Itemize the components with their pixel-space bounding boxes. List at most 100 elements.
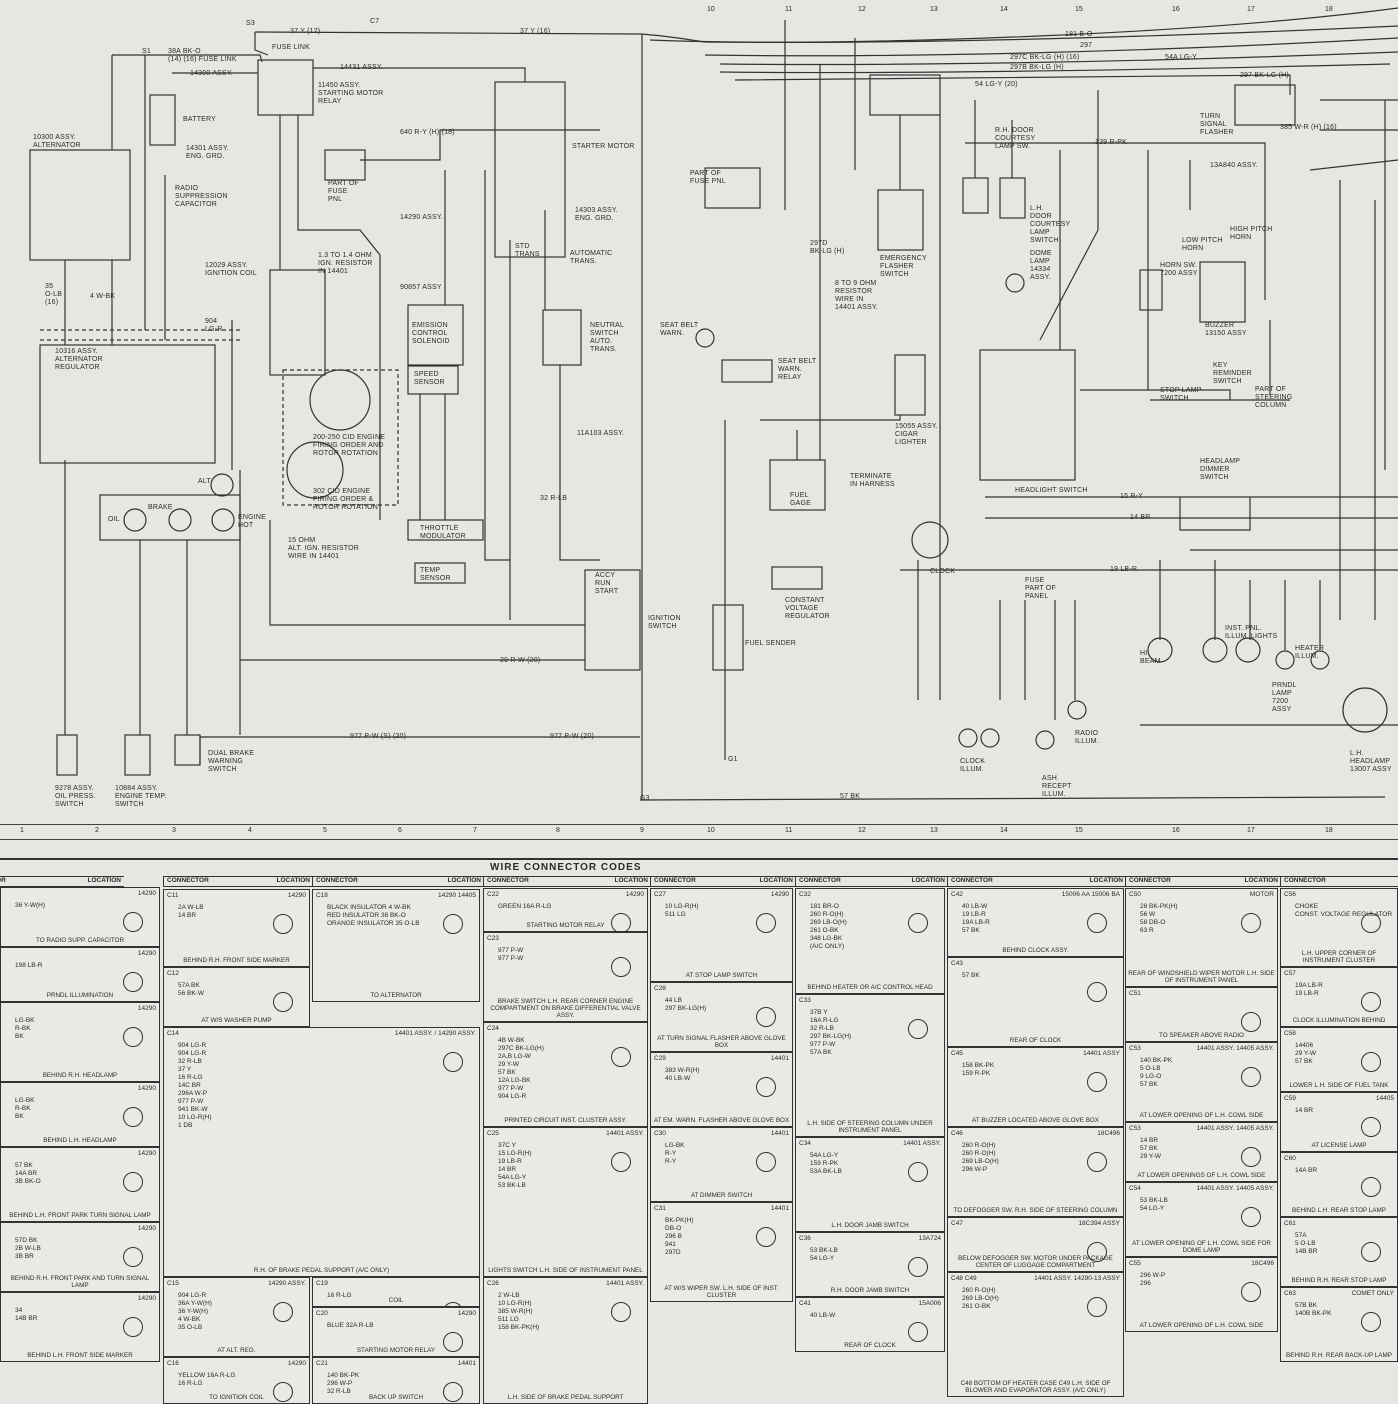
diagram-label: S3 [246, 20, 255, 27]
connector-part-number: 14290 [770, 891, 789, 898]
wire-code: 63 R [1140, 927, 1154, 934]
connector-part-number: 14401 ASSY. 14405 ASSY. [1196, 1185, 1274, 1192]
diagram-label: HEATER ILLUM. [1295, 645, 1325, 660]
wire-code: 37C Y [498, 1142, 516, 1149]
connector-header: CONNECTOR [1284, 877, 1326, 884]
diagram-label: ALT [198, 478, 211, 485]
connector-id: C45 [951, 1050, 963, 1057]
diagram-label: 4 W-BK [90, 293, 116, 300]
ruler-number: 13 [930, 827, 938, 834]
diagram-label: 15055 ASSY. CIGAR LIGHTER [895, 423, 938, 446]
wire-code: 19 LB-R [1295, 990, 1319, 997]
wire-code: 1 DB [178, 1122, 193, 1129]
connector-wires: 57 BK [962, 972, 980, 980]
diagram-label: HEADLAMP DIMMER SWITCH [1200, 458, 1241, 481]
diagram-label: CLOCK ILLUM. [960, 758, 986, 773]
wire-code: 19 LB-R [498, 1158, 522, 1165]
diagram-label: STOP LAMP SWITCH [1160, 387, 1202, 402]
wire-code: 3B BR [15, 1253, 34, 1260]
location-header: LOCATION [447, 877, 481, 884]
diagram-label: 14 BR [1130, 514, 1151, 521]
diagram-label: 37 Y (12) [290, 28, 321, 35]
wire-code: 54 LG-Y [810, 1255, 835, 1262]
wire-code: 296 [1140, 1280, 1151, 1287]
connector-wires: 36 Y-W(H) [15, 902, 45, 910]
connector-header: CONNECTOR [654, 877, 696, 884]
diagram-label: 37 Y (16) [520, 28, 551, 35]
connector-plug-icon [1087, 1297, 1107, 1317]
connector-location: AT BUZZER LOCATED ABOVE GLOVE BOX [971, 1117, 1100, 1124]
wire-code: 57 BK [1140, 1145, 1158, 1152]
wire-code: 10 LG-R(H) [498, 1300, 532, 1307]
connector-part-number: 14290 [137, 1225, 156, 1232]
wire-code: BLACK INSULATOR 4 W-BK [327, 904, 411, 911]
connector-location: BEHIND L.H. FRONT PARK TURN SIGNAL LAMP [9, 1212, 151, 1219]
wire-code: 40 LB-W [962, 903, 988, 910]
wire-code: 904 LG-R [498, 1093, 527, 1100]
connector-id: C29 [654, 1055, 666, 1062]
wire-code: 261 O-BK [810, 927, 839, 934]
wire-code: 297 BK-LG(H) [665, 1005, 707, 1012]
diagram-label: 640 R-Y (H) (18) [400, 129, 455, 136]
connector-wires: 14 BR [1295, 1107, 1313, 1115]
connector-id: C58 [1284, 1030, 1296, 1037]
wire-code: 57 BK [1295, 1058, 1313, 1065]
ruler-number: 17 [1247, 6, 1255, 13]
diagram-label: 54A LG-Y [1165, 54, 1197, 61]
connector-plug-icon [273, 914, 293, 934]
connector-id: C28 [654, 985, 666, 992]
diagram-label: 9278 ASSY. OIL PRESS. SWITCH [55, 785, 96, 808]
wire-code: 511 LG [498, 1316, 519, 1323]
connector-location: BACK UP SWITCH [368, 1394, 424, 1401]
ruler-number: 11 [785, 6, 793, 13]
connector-part-number: 14401 ASSY. 14405 ASSY. [1196, 1045, 1274, 1052]
connector-location: AT ALT. REG. [217, 1347, 256, 1354]
connector-wires: 198 LB-R [15, 962, 42, 970]
diagram-label: L.H. DOOR COURTESY LAMP SWITCH [1030, 205, 1071, 244]
wire-code: GREEN 16A R-LG [498, 903, 552, 910]
connector-plug-icon [1241, 913, 1261, 933]
ruler-number: 3 [172, 827, 176, 834]
diagram-label: BUZZER 13150 ASSY [1205, 322, 1247, 337]
connector-part-number: 13A724 [918, 1235, 941, 1242]
connector-id: C56 [1284, 891, 1296, 898]
diagram-label: 13A840 ASSY. [1210, 162, 1258, 169]
connector-id: C32 [799, 891, 811, 898]
diagram-label: 15 OHM ALT. IGN. RESISTOR WIRE IN 14401 [288, 537, 360, 560]
connector-plug-icon [1087, 1072, 1107, 1092]
ruler-number: 8 [556, 827, 560, 834]
diagram-label: TERMINATE IN HARNESS [850, 473, 895, 488]
wiring-lines [29, 7, 1398, 801]
connector-id: C51 [1129, 990, 1141, 997]
diagram-label: EMISSION CONTROL SOLENOID [412, 322, 450, 345]
wire-code: 14A BR [15, 1170, 38, 1177]
connector-location: AT LOWER OPENING OF L.H. COWL SIDE [1139, 1322, 1264, 1329]
wire-code: 10 LG-R(H) [665, 903, 699, 910]
connector-part-number: 14401 ASSY. / 14290 ASSY. [394, 1030, 476, 1037]
connector-plug-icon [611, 1152, 631, 1172]
wire-code: 28 BK-PK(H) [1140, 903, 1178, 910]
connector-id: C50 [1129, 891, 1141, 898]
wire-code: 158 BK-PK(H) [498, 1324, 540, 1331]
connector-header: CONNECTOR [316, 877, 358, 884]
connector-wires: 260 R-O(H)260 R-O(H)269 LB-O(H)296 W-P [962, 1142, 999, 1174]
